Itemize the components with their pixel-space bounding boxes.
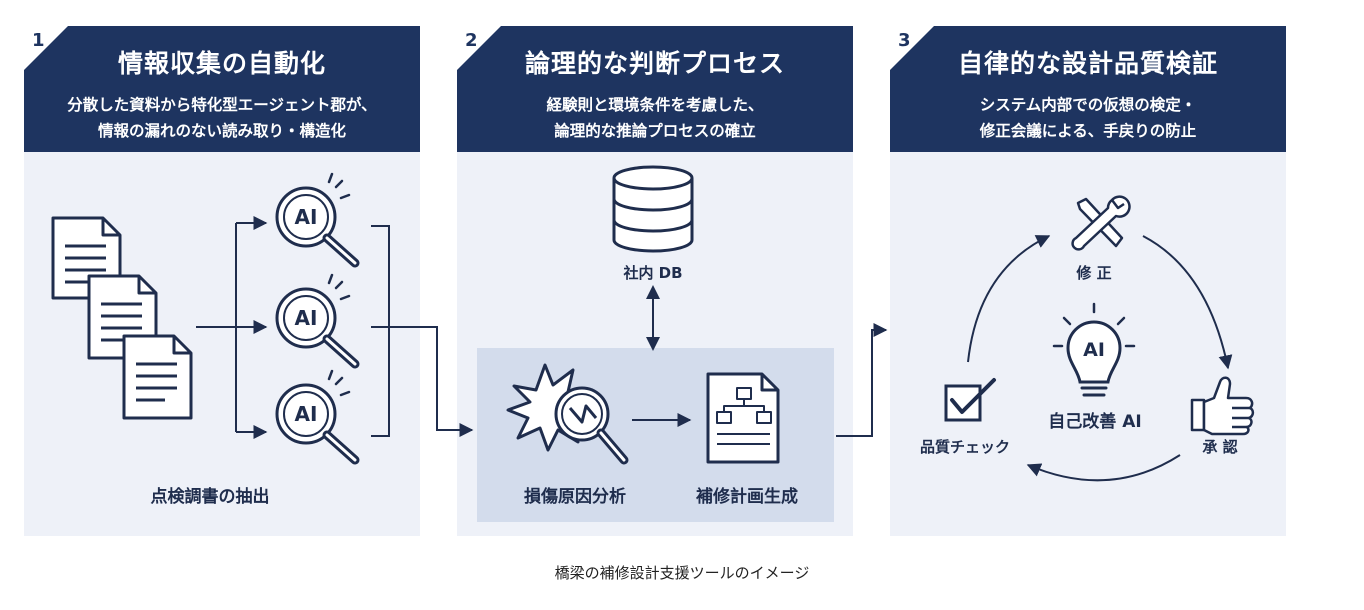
improvement-cycle-arrows (967, 235, 1233, 482)
panel-1-description: 分散した資料から特化型エージェント郡が、 情報の漏れのない読み取り・構造化 (24, 92, 420, 144)
ai-badge-text: AI (295, 205, 318, 229)
ai-magnifier-icon: AI (275, 172, 360, 268)
fix-label: 修 正 (1076, 264, 1112, 282)
panel-3-desc-line-1: システム内部での仮想の検定・ (979, 96, 1197, 114)
company-db-label: 社内 DB (623, 264, 683, 282)
panel-3-notch (890, 26, 934, 70)
panel-1-desc-line-2: 情報の漏れのない読み取り・構造化 (97, 122, 346, 140)
panel-2-number: 2 (465, 30, 478, 51)
repair-plan-generation-label: 補修計画生成 (696, 487, 798, 507)
panel-1-header: 1 情報収集の自動化 分散した資料から特化型エージェント郡が、 情報の漏れのない… (24, 26, 420, 152)
extraction-label: 点検調書の抽出 (150, 487, 270, 507)
panel-3-title: 自律的な設計品質検証 (957, 49, 1218, 78)
thumbs-up-icon (1190, 376, 1255, 436)
merge-arrows (371, 225, 474, 437)
ai-magnifier-icon: AI (275, 369, 360, 465)
self-improving-ai-label: 自己改善 AI (1048, 412, 1142, 432)
panel-quality-verification: 3 自律的な設計品質検証 システム内部での仮想の検定・ 修正会議による、手戻りの… (890, 26, 1286, 536)
damage-cause-analysis-label: 損傷原因分析 (524, 487, 626, 507)
damage-analysis-icon (506, 363, 629, 465)
to-panel-3-arrow (836, 323, 888, 437)
panel-1-notch (24, 26, 68, 70)
database-icon (612, 165, 694, 253)
bulb-ai-text: AI (1083, 339, 1105, 361)
panel-2-notch (457, 26, 501, 70)
panel-2-description: 経験則と環境条件を考慮した、 論理的な推論プロセスの確立 (457, 92, 853, 144)
document-stack-icon (51, 216, 193, 420)
light-bulb-icon: AI (1052, 302, 1136, 397)
panel-3-number: 3 (898, 30, 911, 51)
wrench-screwdriver-icon (1071, 195, 1131, 251)
ai-magnifier-icon: AI (275, 273, 360, 369)
ai-badge-text: AI (295, 402, 318, 426)
panel-3-desc-line-2: 修正会議による、手戻りの防止 (979, 122, 1197, 140)
repair-plan-document-icon (706, 372, 780, 464)
branch-arrows (196, 216, 268, 439)
panel-3-description: システム内部での仮想の検定・ 修正会議による、手戻りの防止 (890, 92, 1286, 144)
panel-information-collection: 1 情報収集の自動化 分散した資料から特化型エージェント郡が、 情報の漏れのない… (24, 26, 420, 536)
ai-badge-text: AI (295, 306, 318, 330)
panel-2-desc-line-2: 論理的な推論プロセスの確立 (554, 122, 756, 140)
panel-3-header: 3 自律的な設計品質検証 システム内部での仮想の検定・ 修正会議による、手戻りの… (890, 26, 1286, 152)
panel-1-desc-line-1: 分散した資料から特化型エージェント郡が、 (67, 96, 377, 114)
quality-check-label: 品質チェック (919, 438, 1010, 456)
figure-caption: 橋梁の補修設計支援ツールのイメージ (554, 564, 810, 582)
panel-2-title: 論理的な判断プロセス (524, 49, 785, 78)
panel-1-title: 情報収集の自動化 (117, 49, 326, 78)
approve-label: 承 認 (1202, 438, 1238, 456)
quality-check-icon (944, 378, 996, 422)
panel-2-header: 2 論理的な判断プロセス 経験則と環境条件を考慮した、 論理的な推論プロセスの確… (457, 26, 853, 152)
document-icon (122, 334, 193, 420)
panel-2-desc-line-1: 経験則と環境条件を考慮した、 (546, 96, 764, 114)
panel-1-number: 1 (32, 30, 45, 51)
